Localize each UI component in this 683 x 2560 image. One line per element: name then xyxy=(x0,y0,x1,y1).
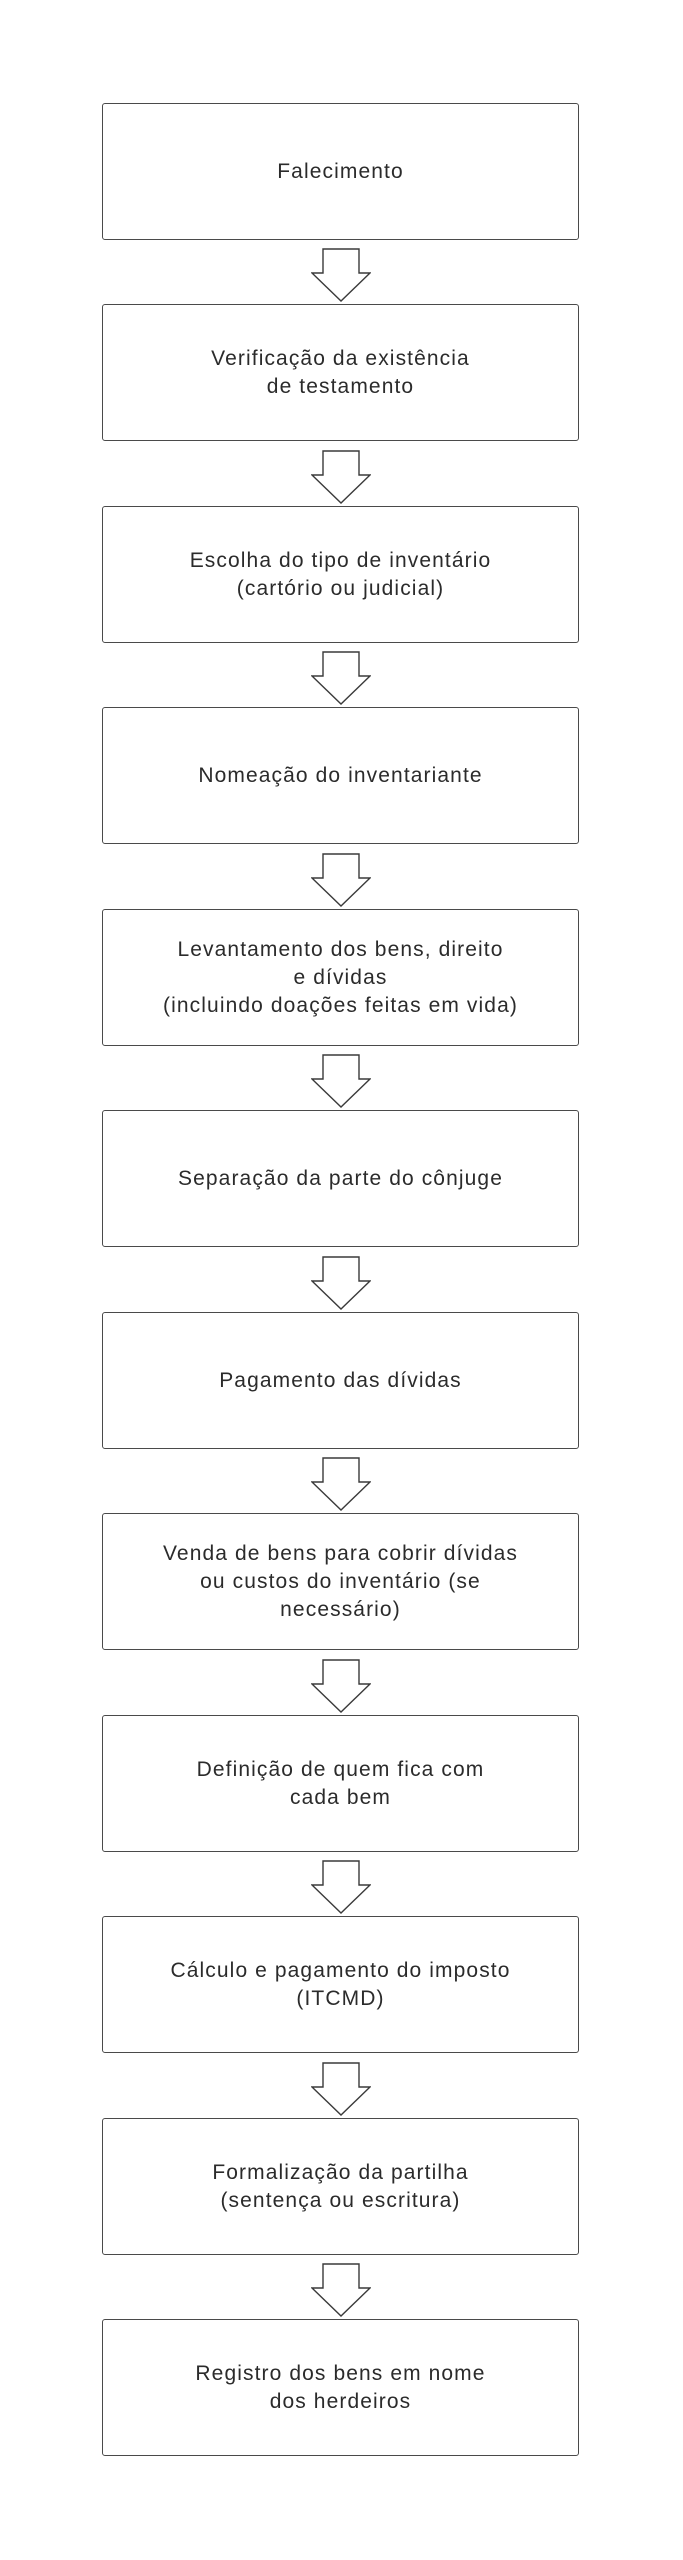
step-label: Separação da parte do cônjuge xyxy=(178,1166,503,1190)
step-box-separacao-conjuge: Separação da parte do cônjuge xyxy=(102,1110,579,1247)
down-arrow-icon xyxy=(311,1457,371,1511)
down-arrow-icon xyxy=(311,450,371,504)
down-arrow-icon xyxy=(311,2062,371,2116)
down-arrow-icon xyxy=(311,2263,371,2317)
down-arrow-icon xyxy=(311,1054,371,1108)
step-label: Venda de bens para cobrir dívidas ou cus… xyxy=(162,1541,518,1621)
step-label: Escolha do tipo de inventário (cartório … xyxy=(189,548,492,600)
down-arrow-icon xyxy=(311,1256,371,1310)
step-label: Nomeação do inventariante xyxy=(198,763,483,787)
step-label: Pagamento das dívidas xyxy=(219,1368,462,1392)
step-label: Falecimento xyxy=(277,159,404,183)
step-box-falecimento: Falecimento xyxy=(102,103,579,240)
step-box-calculo-imposto: Cálculo e pagamento do imposto (ITCMD) xyxy=(102,1916,579,2053)
step-label: Definição de quem fica com cada bem xyxy=(196,1757,485,1809)
step-label: Registro dos bens em nome dos herdeiros xyxy=(195,2361,486,2413)
step-box-definicao-bens: Definição de quem fica com cada bem xyxy=(102,1715,579,1852)
down-arrow-icon xyxy=(311,1659,371,1713)
down-arrow-icon xyxy=(311,651,371,705)
step-box-levantamento-bens: Levantamento dos bens, direito e dívidas… xyxy=(102,909,579,1046)
step-box-tipo-inventario: Escolha do tipo de inventário (cartório … xyxy=(102,506,579,643)
down-arrow-icon xyxy=(311,1860,371,1914)
step-box-pagamento-dividas: Pagamento das dívidas xyxy=(102,1312,579,1449)
down-arrow-icon xyxy=(311,853,371,907)
step-label: Cálculo e pagamento do imposto (ITCMD) xyxy=(170,1958,511,2010)
step-box-verificacao-testamento: Verificação da existência de testamento xyxy=(102,304,579,441)
step-box-registro-bens: Registro dos bens em nome dos herdeiros xyxy=(102,2319,579,2456)
step-label: Formalização da partilha (sentença ou es… xyxy=(212,2160,469,2212)
step-box-nomeacao-inventariante: Nomeação do inventariante xyxy=(102,707,579,844)
down-arrow-icon xyxy=(311,248,371,302)
step-label: Levantamento dos bens, direito e dívidas… xyxy=(163,937,518,1017)
step-label: Verificação da existência de testamento xyxy=(211,346,470,398)
step-box-venda-bens: Venda de bens para cobrir dívidas ou cus… xyxy=(102,1513,579,1650)
step-box-formalizacao-partilha: Formalização da partilha (sentença ou es… xyxy=(102,2118,579,2255)
